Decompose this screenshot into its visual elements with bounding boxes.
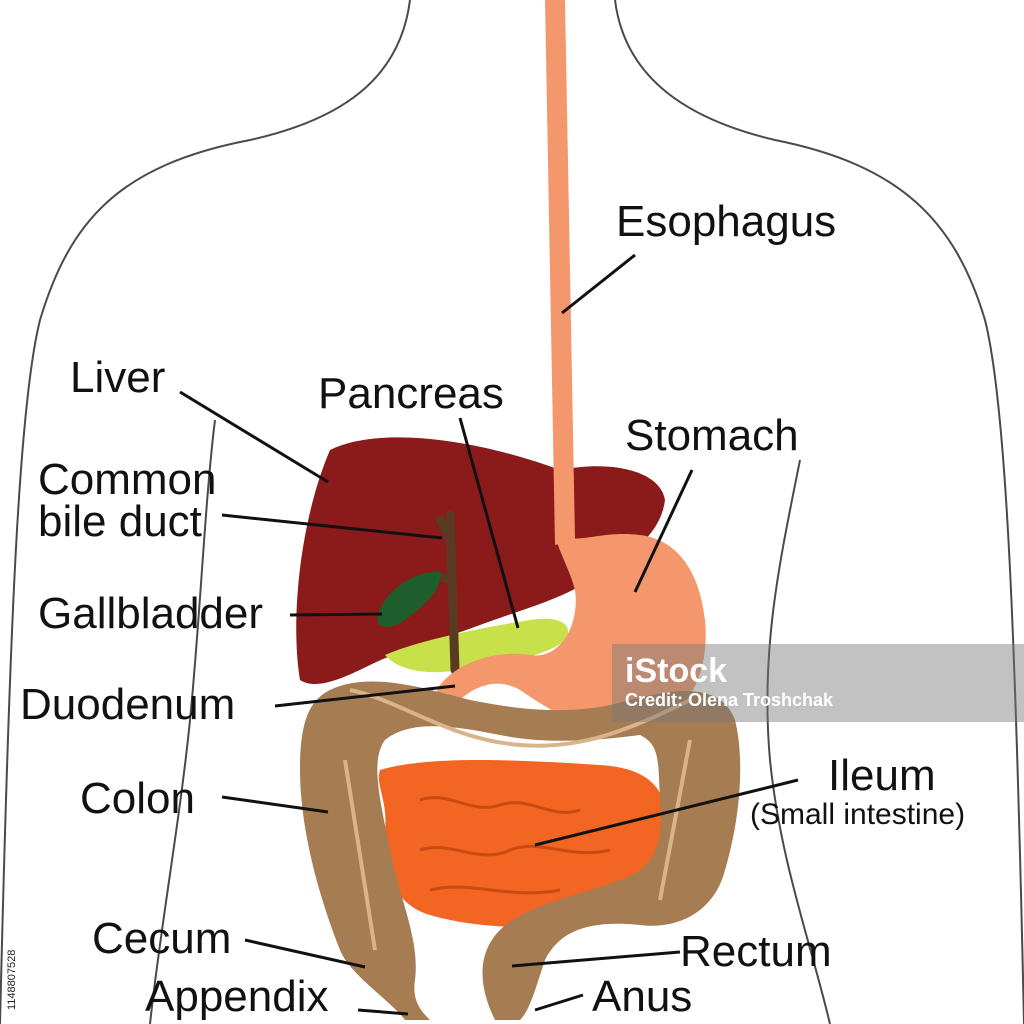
label-stomach: Stomach — [625, 411, 799, 460]
body-outline-right — [614, 0, 1024, 1024]
label-anus: Anus — [592, 972, 693, 1021]
body-outline — [0, 0, 411, 1024]
label-rectum: Rectum — [680, 927, 832, 976]
watermark-credit: Credit: Olena Troshchak — [625, 690, 834, 710]
arm-line-left — [149, 419, 216, 1024]
colon-highlights — [343, 688, 692, 951]
label-liver: Liver — [70, 353, 166, 402]
label-ileum: Ileum — [828, 751, 936, 800]
watermark-logo: iStock — [625, 652, 728, 690]
label-pancreas: Pancreas — [318, 369, 504, 418]
gallbladder-shape — [377, 571, 441, 627]
label-colon: Colon — [80, 774, 195, 823]
small-intestine-folds — [419, 796, 611, 895]
watermark-bar — [612, 644, 1024, 722]
label-gallbladder: Gallbladder — [38, 589, 264, 638]
arm-line-right — [766, 459, 831, 1024]
watermark-id: 1148807528 — [6, 949, 18, 1010]
leader-lines — [179, 253, 799, 1016]
pancreas-shape — [385, 618, 569, 673]
label-esophagus: Esophagus — [616, 197, 837, 246]
label-duodenum: Duodenum — [20, 680, 236, 729]
label-ileum-sub: (Small intestine) — [750, 798, 966, 831]
label-common-bile-duct-line2: bile duct — [38, 497, 202, 546]
label-appendix: Appendix — [145, 972, 329, 1021]
label-common-bile-duct-line1: Common — [38, 455, 217, 504]
colon-shape — [300, 681, 741, 1020]
small-intestine-shape — [378, 760, 666, 927]
label-cecum: Cecum — [92, 914, 232, 963]
esophagus-shape — [545, 0, 575, 545]
